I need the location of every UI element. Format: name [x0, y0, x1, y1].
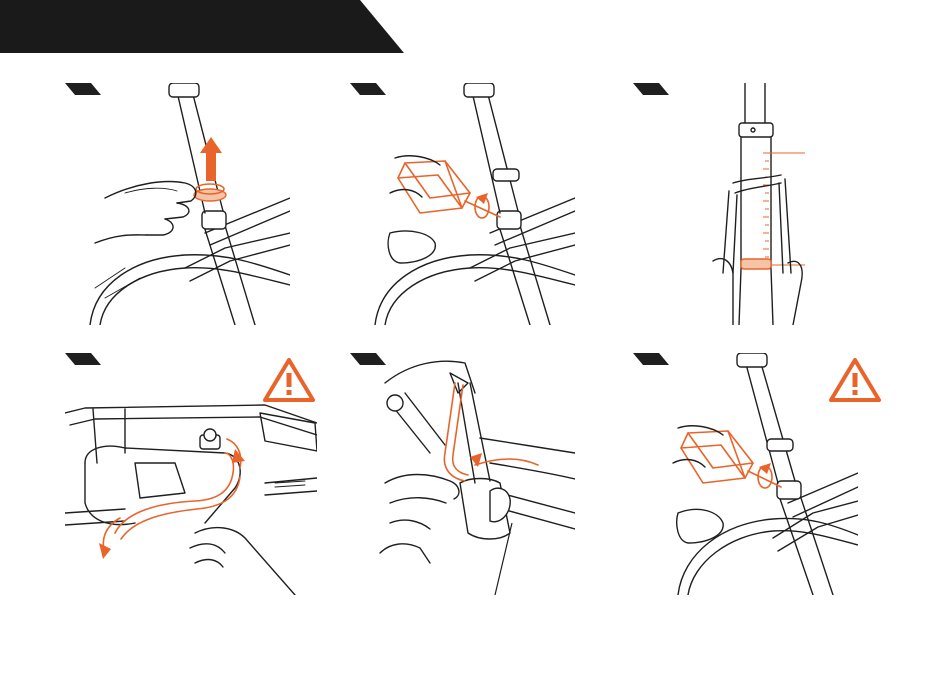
step-6-panel	[633, 353, 858, 595]
step-3-tab	[633, 83, 669, 95]
step-5-tab	[350, 353, 386, 365]
header-band	[0, 0, 404, 53]
step-5-illustration	[350, 353, 575, 595]
step-2-tab	[350, 83, 386, 95]
adjustment-tool-icon	[398, 161, 500, 217]
warning-triangle-icon	[262, 357, 316, 403]
step-6-illustration	[633, 353, 858, 595]
step-3-illustration	[633, 83, 818, 325]
arrow-up-icon	[200, 137, 222, 181]
step-2-illustration	[350, 83, 575, 325]
step-1-panel	[65, 83, 290, 325]
step-5-panel	[350, 353, 575, 595]
rotate-icon	[758, 463, 772, 488]
step-4-tab	[65, 353, 101, 365]
step-3-panel	[633, 83, 818, 325]
step-1-illustration	[65, 83, 290, 325]
step-6-tab	[633, 353, 669, 365]
warning-triangle-icon	[828, 357, 882, 403]
step-2-panel	[350, 83, 575, 325]
step-1-tab	[65, 83, 101, 95]
rotate-icon	[475, 193, 489, 218]
